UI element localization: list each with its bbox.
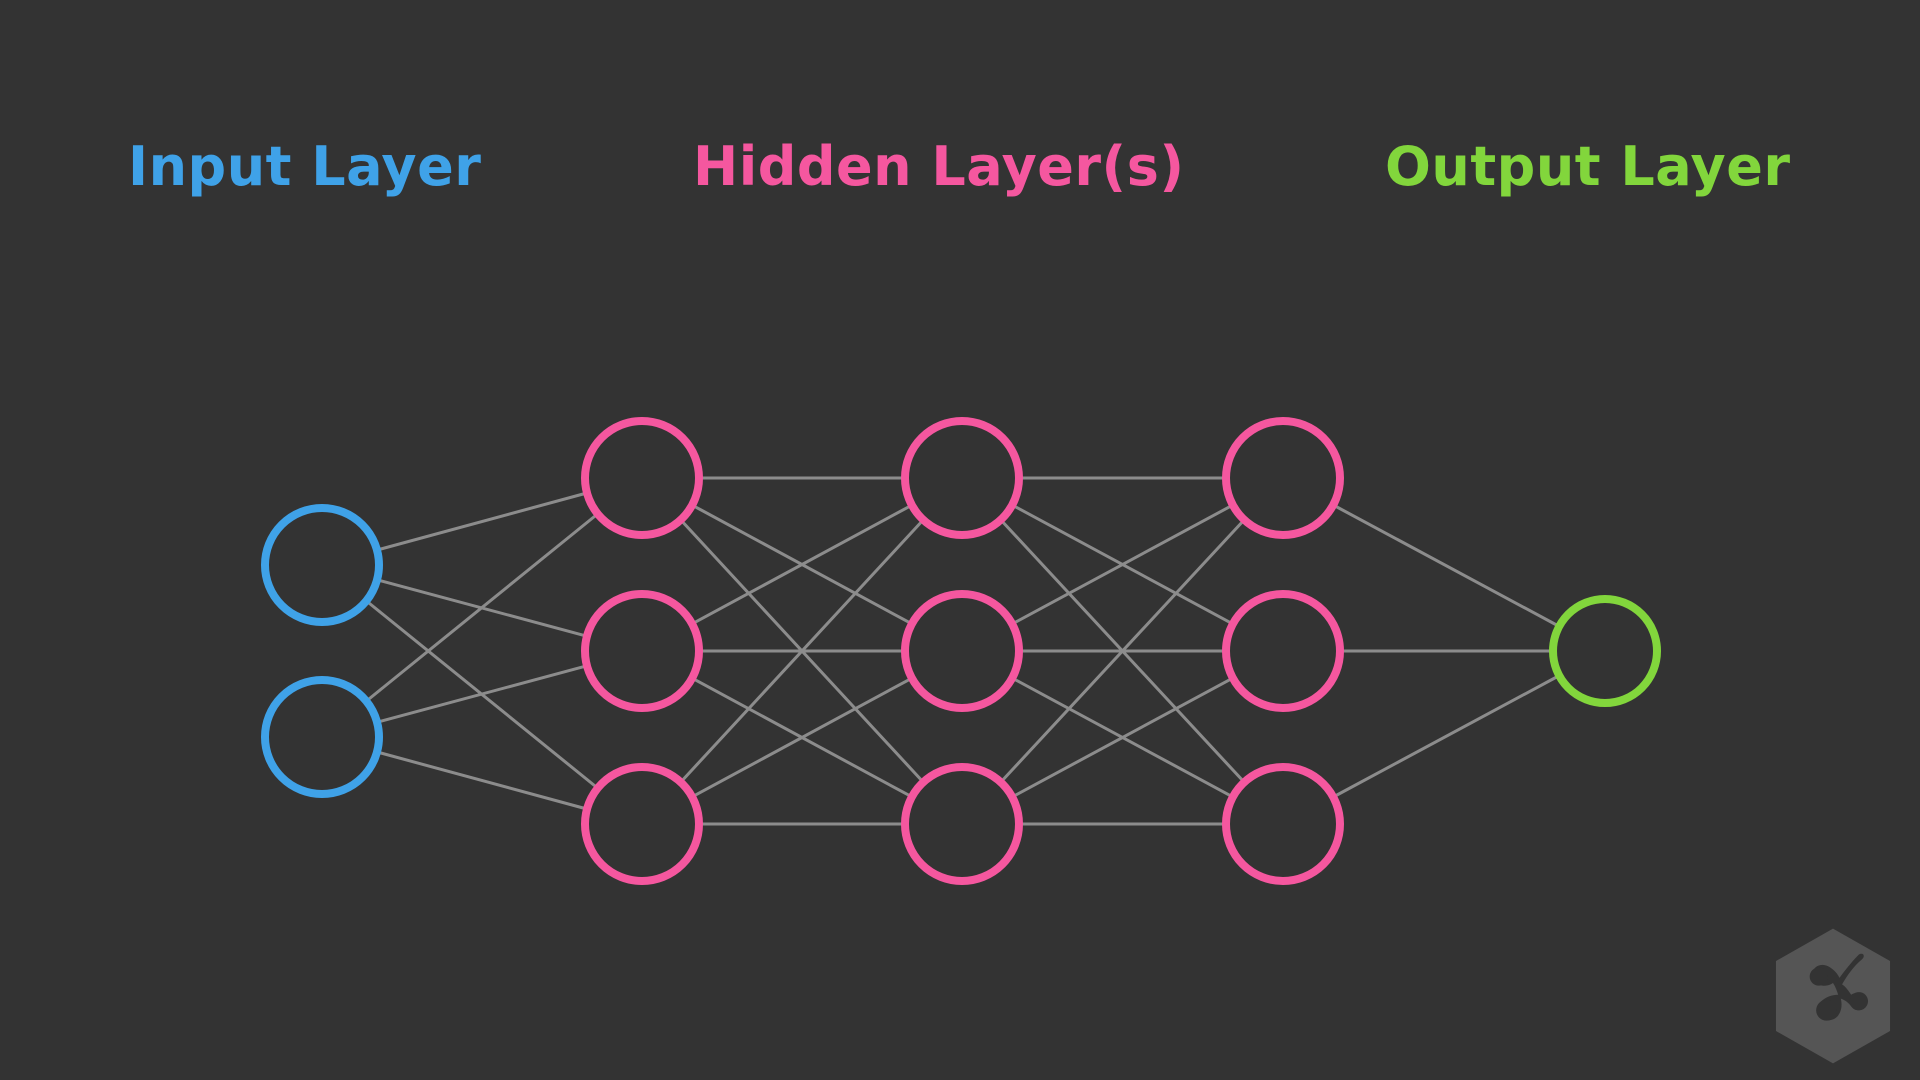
network-node[interactable] bbox=[1222, 763, 1344, 885]
network-edge bbox=[694, 678, 910, 797]
network-edge bbox=[1014, 678, 1231, 797]
network-node[interactable] bbox=[581, 590, 703, 712]
layer-label-row: Input Layer Hidden Layer(s) Output Layer bbox=[0, 0, 1920, 230]
network-node[interactable] bbox=[261, 504, 383, 626]
node-group bbox=[261, 417, 1661, 885]
layer-label-hidden: Hidden Layer(s) bbox=[693, 135, 1185, 198]
network-edge bbox=[1014, 505, 1231, 624]
network-edge bbox=[1001, 521, 1244, 781]
network-node[interactable] bbox=[1222, 417, 1344, 539]
layer-label-input: Input Layer bbox=[128, 135, 482, 198]
network-edge bbox=[681, 521, 923, 781]
network-node[interactable] bbox=[901, 417, 1023, 539]
treehouse-hex-logo-icon bbox=[1775, 928, 1891, 1064]
network-node[interactable] bbox=[261, 676, 383, 798]
network-edge bbox=[694, 505, 910, 624]
network-node[interactable] bbox=[581, 417, 703, 539]
edge-group bbox=[367, 476, 1558, 826]
network-edge bbox=[379, 751, 585, 810]
network-node[interactable] bbox=[901, 763, 1023, 885]
network-edge bbox=[1335, 505, 1558, 626]
network-edge bbox=[379, 665, 585, 723]
network-node[interactable] bbox=[581, 763, 703, 885]
network-edge bbox=[1335, 676, 1558, 797]
network-edge bbox=[367, 514, 597, 701]
network-node[interactable] bbox=[901, 590, 1023, 712]
network-node[interactable] bbox=[1549, 595, 1661, 707]
network-edge bbox=[379, 492, 585, 551]
network-node[interactable] bbox=[1222, 590, 1344, 712]
layer-label-output: Output Layer bbox=[1385, 135, 1791, 198]
